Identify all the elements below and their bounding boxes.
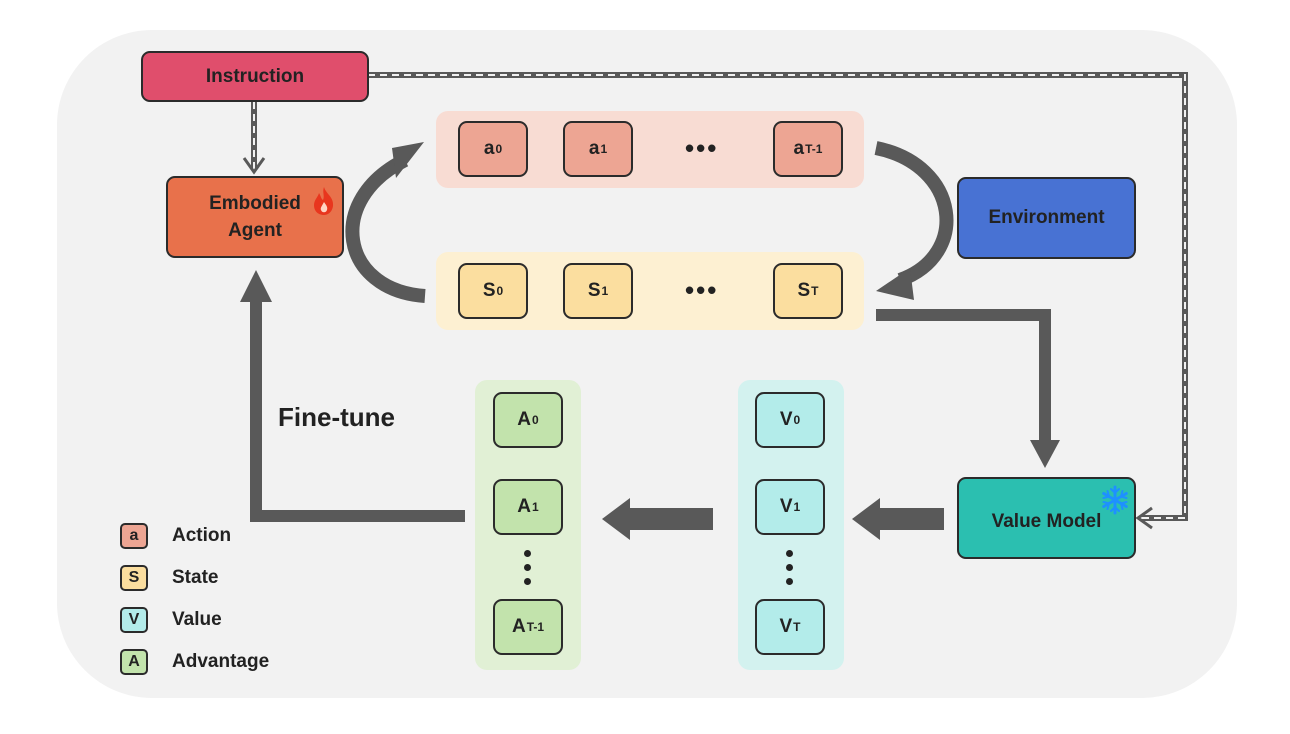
embodied-agent-node: Embodied Agent <box>166 176 344 258</box>
environment-node: Environment <box>957 177 1136 259</box>
legend-swatch: A <box>120 649 148 675</box>
legend-item-value: V Value <box>120 606 222 634</box>
instruction-to-agent-dashed-arrow <box>242 102 266 175</box>
value-model-to-values-arrow <box>852 498 944 540</box>
environment-label: Environment <box>988 207 1105 228</box>
legend-label: Action <box>172 525 232 546</box>
fine-tune-arrow <box>240 270 465 522</box>
snowflake-icon <box>1102 485 1128 515</box>
legend-swatch: a <box>120 523 148 549</box>
value-model-node: Value Model <box>957 477 1136 559</box>
agent-label-line2: Agent <box>228 220 282 241</box>
state-to-value-model-arrow <box>876 309 1060 468</box>
agent-label-line1: Embodied <box>209 193 301 214</box>
legend-swatch: S <box>120 565 148 591</box>
instruction-label: Instruction <box>205 65 305 87</box>
instruction-node: Instruction <box>141 51 369 102</box>
action-to-state-curved-arrow <box>874 141 954 300</box>
fine-tune-label: Fine-tune <box>278 402 395 432</box>
values-to-advantages-arrow <box>602 498 713 540</box>
legend-item-advantage: A Advantage <box>120 648 269 676</box>
legend-label: State <box>172 567 219 588</box>
fire-icon <box>314 187 334 215</box>
instruction-to-value-model-dashed-arrow <box>368 72 1188 530</box>
legend-item-action: a Action <box>120 522 231 550</box>
value-vertical-ellipsis <box>786 550 794 585</box>
value-model-label: Value Model <box>991 511 1102 532</box>
state-ellipsis: ••• <box>685 275 719 305</box>
advantage-vertical-ellipsis <box>524 550 532 585</box>
state-to-action-curved-arrow <box>345 142 426 303</box>
action-ellipsis: ••• <box>685 133 719 163</box>
legend-label: Value <box>172 609 222 630</box>
legend-item-state: S State <box>120 564 218 592</box>
legend-label: Advantage <box>172 651 270 672</box>
legend-swatch: V <box>120 607 148 633</box>
